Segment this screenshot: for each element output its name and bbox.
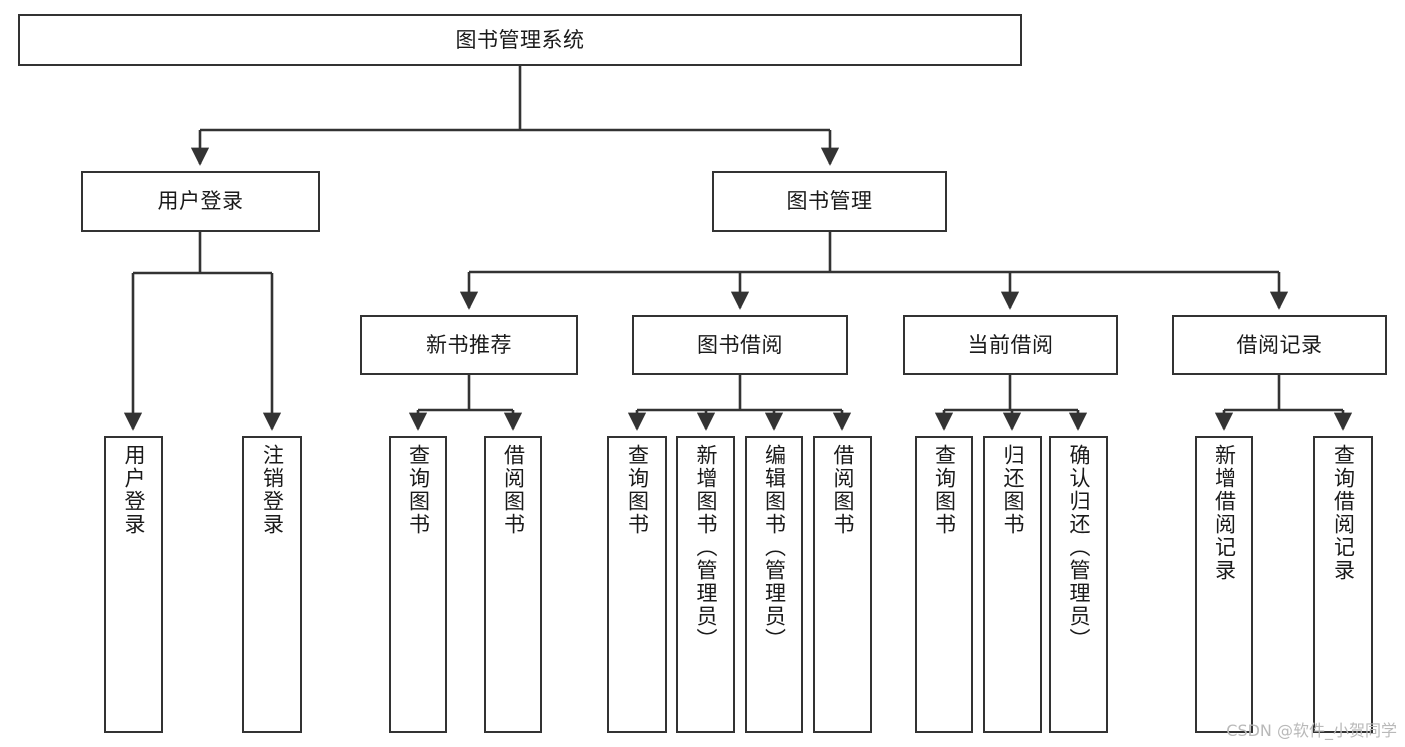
node-leaf-borrow-book-1-label: 借阅图书 bbox=[501, 444, 526, 536]
node-current-borrow[interactable]: 当前借阅 bbox=[903, 315, 1118, 375]
node-leaf-query-record[interactable]: 查询借阅记录 bbox=[1313, 436, 1373, 733]
node-leaf-add-book-label: 新增图书（管理员） bbox=[694, 444, 718, 651]
node-book-manage[interactable]: 图书管理 bbox=[712, 171, 947, 232]
node-leaf-user-logout[interactable]: 注销登录 bbox=[242, 436, 302, 733]
node-leaf-query-book-2-label: 查询图书 bbox=[625, 444, 650, 536]
node-borrow-record[interactable]: 借阅记录 bbox=[1172, 315, 1387, 375]
node-leaf-add-book[interactable]: 新增图书（管理员） bbox=[676, 436, 735, 733]
node-current-borrow-label: 当前借阅 bbox=[967, 332, 1054, 357]
node-leaf-return-book-label: 归还图书 bbox=[1001, 444, 1025, 536]
node-root[interactable]: 图书管理系统 bbox=[18, 14, 1022, 66]
node-leaf-borrow-book-2-label: 借阅图书 bbox=[831, 444, 855, 536]
node-leaf-confirm-return[interactable]: 确认归还（管理员） bbox=[1049, 436, 1108, 733]
node-leaf-query-book-3[interactable]: 查询图书 bbox=[915, 436, 973, 733]
node-leaf-query-book-3-label: 查询图书 bbox=[932, 444, 957, 536]
node-leaf-user-logout-label: 注销登录 bbox=[260, 444, 285, 536]
node-leaf-return-book[interactable]: 归还图书 bbox=[983, 436, 1042, 733]
node-book-borrow-label: 图书借阅 bbox=[697, 332, 783, 357]
node-leaf-edit-book-label: 编辑图书（管理员） bbox=[762, 444, 787, 651]
node-leaf-borrow-book-1[interactable]: 借阅图书 bbox=[484, 436, 542, 733]
node-user-login[interactable]: 用户登录 bbox=[81, 171, 320, 232]
node-book-manage-label: 图书管理 bbox=[786, 189, 873, 214]
node-root-label: 图书管理系统 bbox=[455, 27, 585, 52]
node-leaf-add-record-label: 新增借阅记录 bbox=[1212, 444, 1237, 582]
node-borrow-record-label: 借阅记录 bbox=[1236, 332, 1323, 357]
node-leaf-user-login-label: 用户登录 bbox=[122, 444, 146, 536]
node-book-borrow[interactable]: 图书借阅 bbox=[632, 315, 848, 375]
node-leaf-edit-book[interactable]: 编辑图书（管理员） bbox=[745, 436, 803, 733]
node-leaf-query-book-2[interactable]: 查询图书 bbox=[607, 436, 667, 733]
node-leaf-user-login[interactable]: 用户登录 bbox=[104, 436, 163, 733]
node-leaf-query-book-1[interactable]: 查询图书 bbox=[389, 436, 447, 733]
node-leaf-query-book-1-label: 查询图书 bbox=[406, 444, 431, 536]
node-leaf-query-record-label: 查询借阅记录 bbox=[1331, 444, 1356, 582]
node-leaf-add-record[interactable]: 新增借阅记录 bbox=[1195, 436, 1253, 733]
node-user-login-label: 用户登录 bbox=[157, 189, 244, 214]
node-leaf-confirm-return-label: 确认归还（管理员） bbox=[1067, 444, 1091, 651]
node-new-book-recommend-label: 新书推荐 bbox=[426, 332, 512, 357]
node-new-book-recommend[interactable]: 新书推荐 bbox=[360, 315, 578, 375]
node-leaf-borrow-book-2[interactable]: 借阅图书 bbox=[813, 436, 872, 733]
